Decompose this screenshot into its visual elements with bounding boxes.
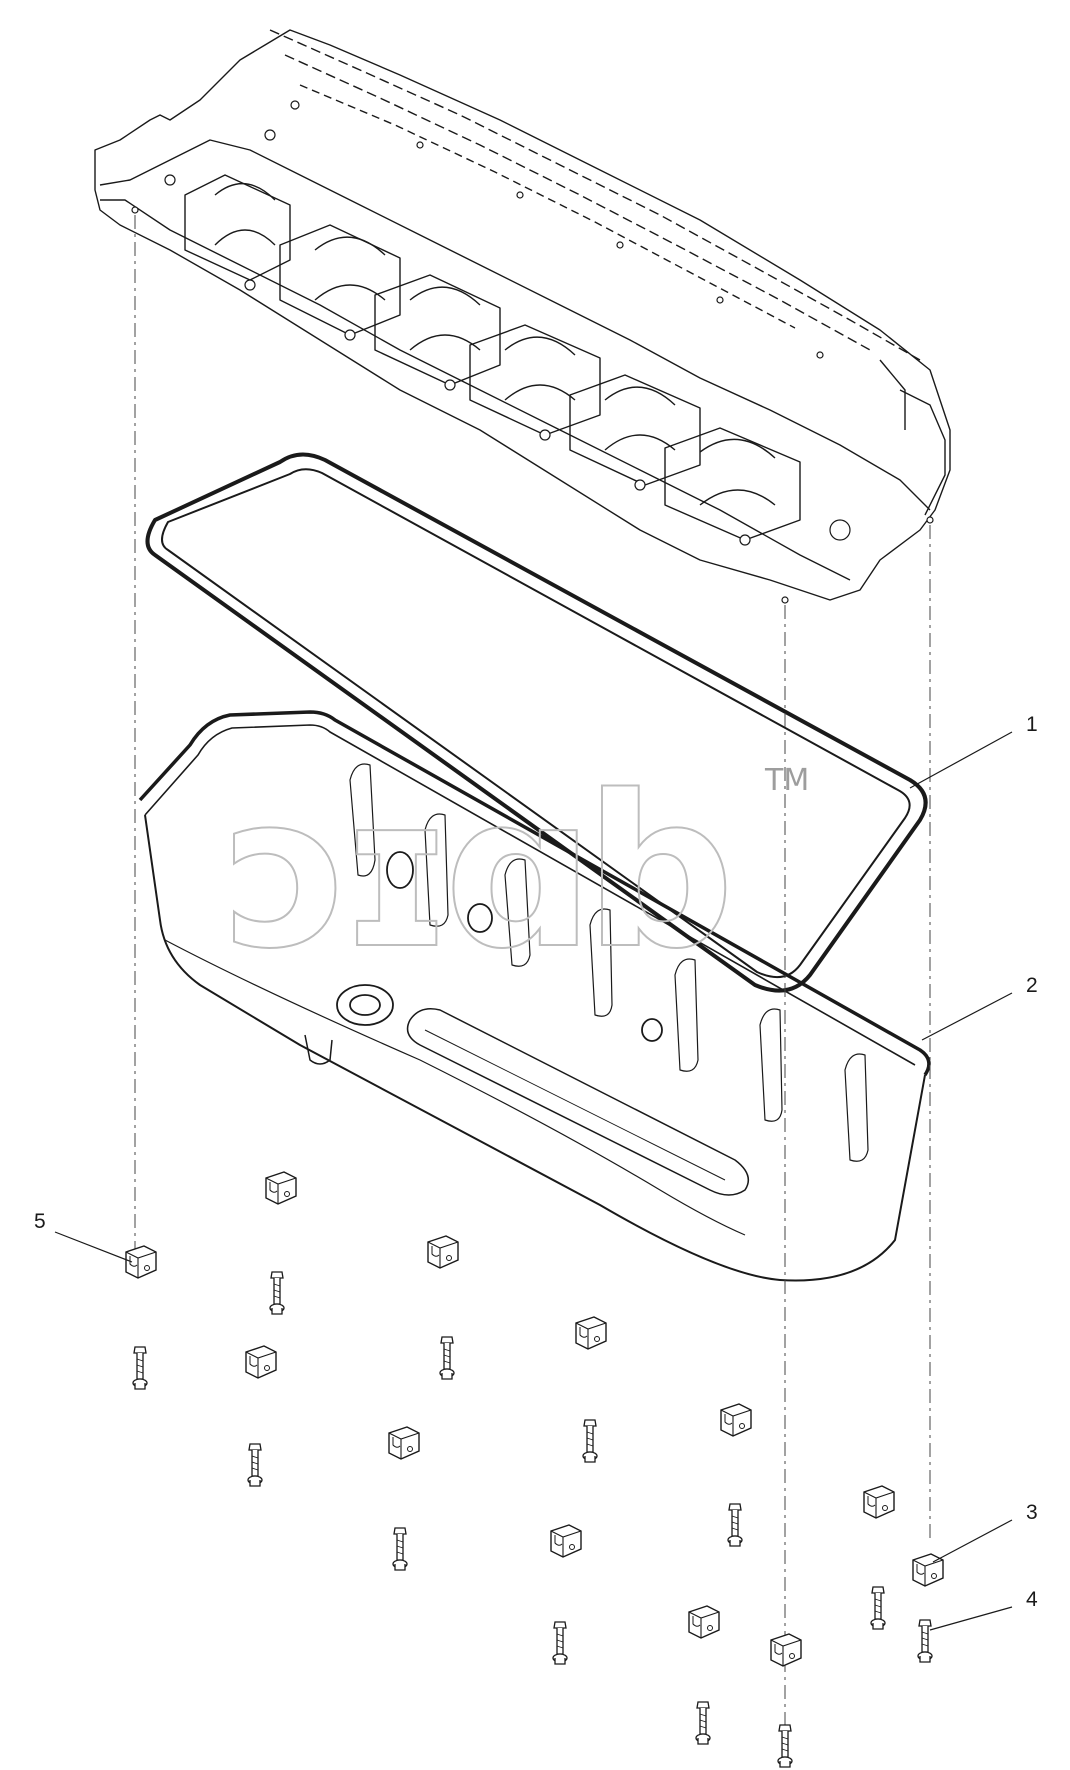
clamp-bracket (245, 1345, 277, 1379)
clamp-bracket (863, 1485, 895, 1519)
alignment-lines (134, 215, 931, 1745)
clamp-bracket (427, 1235, 459, 1269)
leader-line-2 (921, 992, 1013, 1041)
clamp-bracket (550, 1524, 582, 1558)
flange-bolt (269, 1271, 285, 1315)
callout-label-2: 2 (1026, 974, 1038, 997)
clamp-bracket (770, 1633, 802, 1667)
clamp-bracket (575, 1316, 607, 1350)
clamp-bracket (265, 1171, 297, 1205)
leader-line-4 (929, 1606, 1013, 1631)
clamp-bracket (720, 1403, 752, 1437)
watermark: ɔɪɑb TM (224, 749, 809, 996)
callouts (54, 731, 1013, 1631)
oil-pan-gasket (145, 452, 928, 993)
flange-bolt (917, 1619, 933, 1663)
flange-bolt (552, 1621, 568, 1665)
flange-bolt (392, 1527, 408, 1571)
leader-line-5 (54, 1231, 133, 1263)
engine-block (94, 29, 951, 604)
clamp-brackets (125, 1171, 944, 1667)
callout-label-4: 4 (1026, 1588, 1038, 1611)
bearing-bay-6 (664, 427, 801, 541)
oil-pan (138, 710, 931, 1282)
flange-bolt (582, 1419, 598, 1463)
bearing-bay-4 (469, 324, 601, 436)
clamp-bracket (388, 1426, 420, 1460)
leader-line-3 (932, 1519, 1013, 1563)
bearing-bay-5 (569, 374, 701, 486)
callout-label-5: 5 (34, 1210, 46, 1233)
bearing-bay-2 (279, 224, 401, 336)
flange-bolt (247, 1443, 263, 1487)
bearing-bay-1 (184, 174, 291, 281)
watermark-tm: TM (764, 763, 809, 798)
flange-bolt (727, 1503, 743, 1547)
flange-bolt (695, 1701, 711, 1745)
flange-bolt (870, 1586, 886, 1630)
callout-label-3: 3 (1026, 1501, 1038, 1524)
flange-bolt (439, 1336, 455, 1380)
callout-label-1: 1 (1026, 713, 1038, 736)
flange-bolt (132, 1346, 148, 1390)
flange-bolt (777, 1724, 793, 1768)
flange-bolts (132, 1271, 933, 1768)
svg-text:ɔɪɑb: ɔɪɑb (225, 750, 725, 995)
leader-line-1 (909, 731, 1013, 789)
clamp-bracket (688, 1605, 720, 1639)
